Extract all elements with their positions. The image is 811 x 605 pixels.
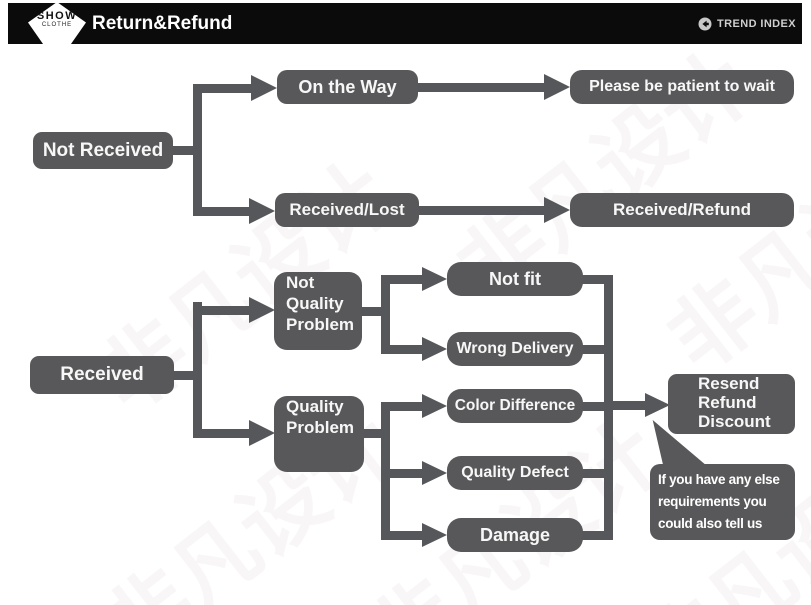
edge-not-quality-stub: [360, 307, 386, 316]
callout-line: requirements you: [658, 494, 767, 509]
node-resend-refund-discount: Resend Refund Discount: [668, 374, 795, 434]
node-on-the-way: On the Way: [277, 70, 418, 104]
node-not-fit: Not fit: [447, 262, 583, 296]
edge-to-not-fit-shaft: [388, 275, 422, 284]
edge-to-color-difference-arrowhead: [422, 394, 447, 418]
node-received: Received: [30, 356, 174, 394]
edge-quality-stub: [362, 429, 388, 438]
edge-to-not-quality-shaft: [199, 306, 249, 315]
edge-color-difference-out-stub: [581, 402, 608, 411]
edge-to-quality-arrowhead: [249, 420, 275, 446]
logo-text-clothe: CLOTHE: [41, 22, 73, 28]
node-received-lost: Received/Lost: [275, 193, 419, 227]
edge-to-on-the-way-shaft: [199, 84, 251, 93]
arrow-circle-icon: [698, 17, 712, 30]
edge-to-wrong-delivery-shaft: [388, 345, 422, 354]
node-received-refund: Received/Refund: [570, 193, 794, 227]
edge-damage-out-stub: [581, 531, 608, 540]
edge-to-received-lost-shaft: [199, 207, 249, 216]
edge-not-received-stub: [168, 146, 198, 155]
node-quality-problem: Quality Problem: [274, 396, 364, 472]
header-bar: [8, 3, 802, 44]
edge-to-not-quality-arrowhead: [249, 297, 275, 323]
logo-text-show: SHOW: [36, 10, 78, 22]
edge-to-on-the-way-arrowhead: [251, 75, 277, 101]
edge-to-received-refund-arrowhead: [544, 197, 570, 223]
edge-to-resend-shaft: [611, 401, 645, 410]
edge-to-quality-defect-arrowhead: [422, 461, 447, 485]
edge-wrong-delivery-out-stub: [581, 345, 608, 354]
edge-not-fit-out-stub: [581, 275, 608, 284]
page-title: Return&Refund: [92, 13, 233, 34]
trend-index-label: TREND INDEX: [717, 17, 796, 30]
edge-to-received-refund-shaft: [419, 206, 545, 215]
edge-to-please-wait-arrowhead: [544, 74, 570, 100]
node-wrong-delivery: Wrong Delivery: [447, 332, 583, 366]
watermark-text: 非凡设计: [86, 395, 414, 605]
edge-to-wrong-delivery-arrowhead: [422, 337, 447, 361]
edge-to-quality-defect-shaft: [388, 469, 422, 478]
node-damage: Damage: [447, 518, 583, 552]
edge-to-resend-arrowhead: [645, 393, 670, 417]
edge-received-stub: [168, 371, 198, 380]
callout-bubble: If you have any else requirements you co…: [650, 464, 795, 540]
edge-to-not-fit-arrowhead: [422, 267, 447, 291]
node-please-be-patient: Please be patient to wait: [570, 70, 794, 104]
edge-not-quality-split: [381, 275, 390, 354]
watermark-text: 非凡设计: [651, 105, 811, 390]
node-quality-defect: Quality Defect: [447, 456, 583, 490]
edge-not-received-split: [193, 84, 202, 216]
edge-quality-defect-out-stub: [581, 469, 608, 478]
edge-to-damage-shaft: [388, 531, 422, 540]
edge-to-received-lost-arrowhead: [249, 198, 275, 224]
callout-line: could also tell us: [658, 516, 763, 531]
node-not-quality-problem: Not Quality Problem: [274, 272, 362, 350]
edge-received-split: [193, 302, 202, 438]
edge-to-damage-arrowhead: [422, 523, 447, 547]
callout-line: If you have any else: [658, 472, 780, 487]
node-not-received: Not Received: [33, 132, 173, 169]
edge-quality-split: [381, 402, 390, 540]
edge-to-please-wait-shaft: [418, 83, 545, 92]
edge-collector-line: [604, 275, 613, 540]
trend-index-badge: TREND INDEX: [698, 3, 796, 44]
edge-to-color-difference-shaft: [388, 402, 422, 411]
node-color-difference: Color Difference: [447, 389, 583, 423]
edge-to-quality-shaft: [199, 429, 249, 438]
